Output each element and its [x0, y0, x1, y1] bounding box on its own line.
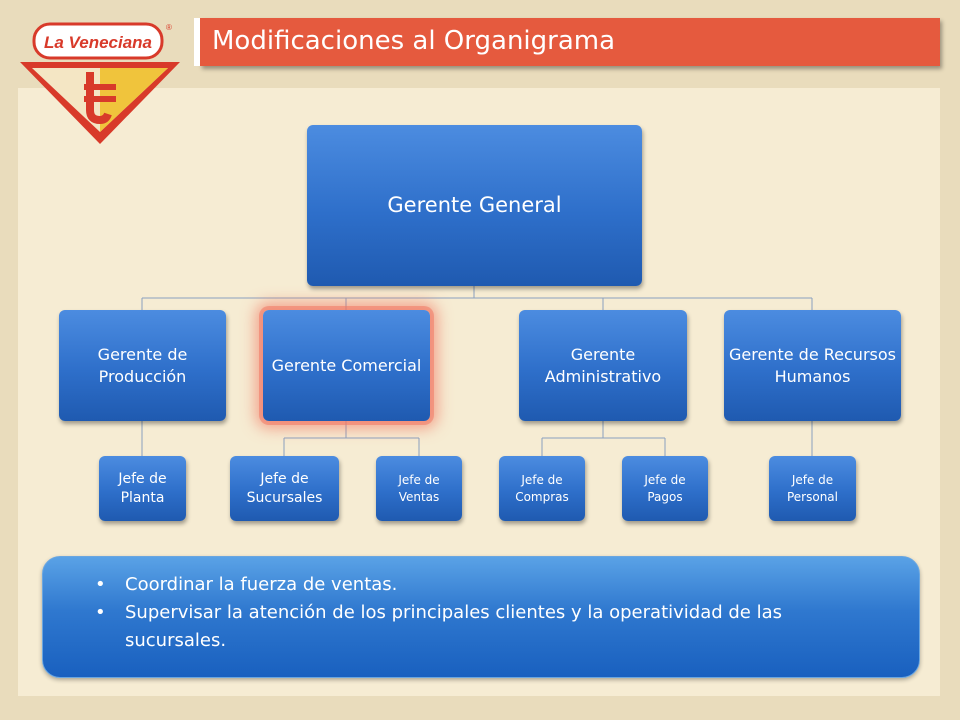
title-bar: Modificaciones al Organigrama — [194, 18, 940, 66]
notes-list: • Coordinar la fuerza de ventas. • Super… — [95, 571, 879, 655]
list-item: • Supervisar la atención de los principa… — [95, 599, 879, 655]
la-veneciana-logo: La Veneciana ® — [20, 22, 180, 144]
page-title: Modificaciones al Organigrama — [212, 26, 616, 56]
node-gerente-administrativo: Gerente Administrativo — [519, 310, 687, 421]
node-jefe-ventas: Jefe de Ventas — [376, 456, 462, 521]
note-text: Coordinar la fuerza de ventas. — [125, 574, 398, 595]
list-item: • Coordinar la fuerza de ventas. — [95, 571, 879, 599]
note-text: Supervisar la atención de los principale… — [125, 602, 783, 651]
node-jefe-pagos: Jefe de Pagos — [622, 456, 708, 521]
node-jefe-personal: Jefe de Personal — [769, 456, 856, 521]
registered-mark: ® — [166, 23, 172, 32]
node-jefe-planta: Jefe de Planta — [99, 456, 186, 521]
node-gerente-recursos-humanos: Gerente de Recursos Humanos — [724, 310, 901, 421]
bullet-icon: • — [95, 602, 106, 623]
logo-text: La Veneciana — [44, 33, 152, 52]
node-gerente-comercial: Gerente Comercial — [263, 310, 430, 421]
title-bar-edge — [194, 18, 200, 66]
bullet-icon: • — [95, 574, 106, 595]
node-gerente-general: Gerente General — [307, 125, 642, 286]
node-gerente-produccion: Gerente de Producción — [59, 310, 226, 421]
node-jefe-sucursales: Jefe de Sucursales — [230, 456, 339, 521]
notes-panel: • Coordinar la fuerza de ventas. • Super… — [42, 556, 920, 678]
node-jefe-compras: Jefe de Compras — [499, 456, 585, 521]
